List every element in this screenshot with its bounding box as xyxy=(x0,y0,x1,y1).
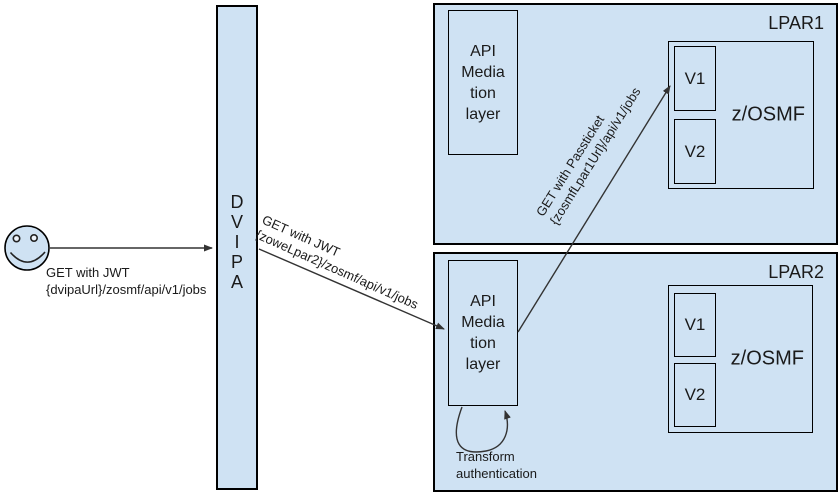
lpar2-api-mediation-layer-label: API Media tion layer xyxy=(461,291,505,375)
lpar1-zosmf-label: z/OSMF xyxy=(731,103,805,126)
lpar1-api-mediation-layer-label: API Media tion layer xyxy=(461,41,505,125)
transform-authentication-label: Transform authentication xyxy=(456,448,537,482)
lpar2-zosmf-v2-label: V2 xyxy=(684,385,706,404)
dvipa-letter: D xyxy=(230,191,244,212)
api-layer-line: API xyxy=(470,42,496,60)
api-layer-line: Media xyxy=(461,314,505,331)
smiley-mouth xyxy=(9,251,46,263)
lpar2-zosmf-label: z/OSMF xyxy=(730,347,804,370)
dvipa-box: D V I P A xyxy=(216,5,258,490)
lpar1-title: LPAR1 xyxy=(768,13,824,33)
dvipa-letter: A xyxy=(230,271,243,292)
lpar1-zosmf-v1-label: V1 xyxy=(684,68,706,88)
lpar2-title: LPAR2 xyxy=(768,262,824,282)
dvipa-letter: I xyxy=(234,231,240,252)
api-layer-line: layer xyxy=(465,356,501,373)
transform-authentication-line2: authentication xyxy=(456,466,537,481)
lpar1-api-mediation-layer-box: API Media tion layer xyxy=(448,10,518,155)
lpar1-zosmf-v1-box: V1 xyxy=(674,46,716,111)
user-request-line1: GET with JWT xyxy=(46,265,130,280)
lpar2-zosmf-v1-label: V1 xyxy=(684,315,706,334)
dvipa-to-lpar2-request-label: GET with JWT {zoweLpar2}/zosmf/api/v1/jo… xyxy=(253,212,427,313)
lpar1-zosmf-v2-box: V2 xyxy=(674,119,716,184)
smiley-head xyxy=(4,225,50,271)
lpar1-zosmf-v2-label: V2 xyxy=(684,141,706,161)
api-layer-line: Media xyxy=(461,63,505,81)
dvipa-letter: V xyxy=(230,211,243,232)
transform-authentication-line1: Transform xyxy=(456,449,515,464)
user-request-label: GET with JWT {dvipaUrl}/zosmf/api/v1/job… xyxy=(46,264,206,298)
api-layer-line: tion xyxy=(470,84,496,102)
api-layer-line: layer xyxy=(465,105,501,123)
user-smiley-icon xyxy=(4,225,50,271)
smiley-left-eye xyxy=(12,234,21,243)
api-layer-line: tion xyxy=(470,335,496,352)
dvipa-label: D V I P A xyxy=(231,192,244,292)
lpar2-zosmf-v2-box: V2 xyxy=(674,363,716,427)
dvipa-letter: P xyxy=(230,251,243,272)
user-request-line2: {dvipaUrl}/zosmf/api/v1/jobs xyxy=(46,282,207,297)
lpar2-zosmf-v1-box: V1 xyxy=(674,293,716,357)
lpar2-api-mediation-layer-box: API Media tion layer xyxy=(448,260,518,406)
smiley-right-eye xyxy=(29,234,38,243)
api-layer-line: API xyxy=(470,293,496,310)
